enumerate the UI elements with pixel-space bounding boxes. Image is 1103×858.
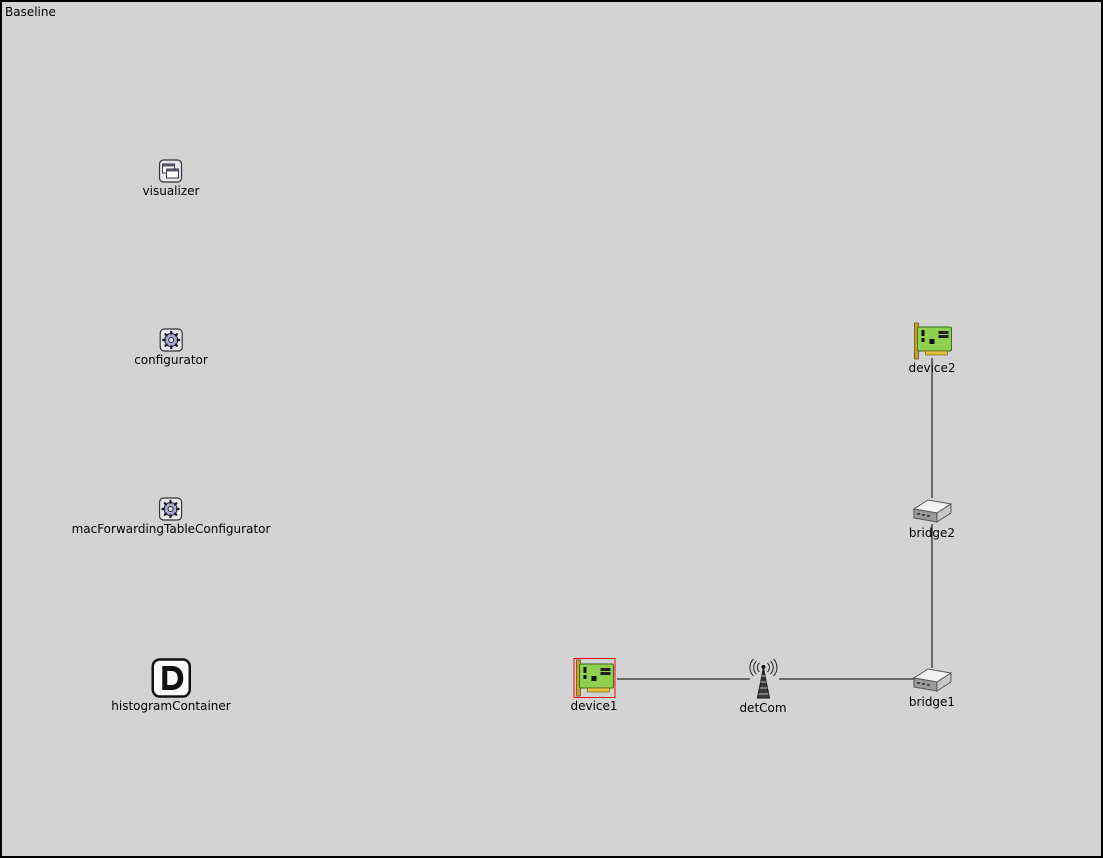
gear-icon bbox=[159, 497, 183, 521]
node-configurator[interactable]: configurator bbox=[134, 328, 208, 367]
network-card-icon bbox=[913, 322, 952, 360]
node-label: detCom bbox=[739, 701, 787, 715]
gear-icon bbox=[159, 328, 183, 352]
switch-icon bbox=[912, 668, 953, 692]
network-title: Baseline bbox=[5, 5, 56, 19]
node-label: macForwardingTableConfigurator bbox=[71, 522, 271, 536]
visualizer-window-icon bbox=[159, 159, 183, 183]
selection-box bbox=[573, 658, 615, 698]
network-card-icon bbox=[575, 659, 614, 697]
node-mac-forwarding-table-configurator[interactable]: macForwardingTableConfigurator bbox=[71, 497, 271, 536]
node-device1[interactable]: device1 bbox=[570, 658, 618, 713]
antenna-tower-icon bbox=[749, 658, 777, 699]
node-device2[interactable]: device2 bbox=[908, 322, 956, 375]
node-bridge1[interactable]: bridge1 bbox=[909, 664, 955, 709]
node-label: device1 bbox=[570, 699, 618, 713]
node-visualizer[interactable]: visualizer bbox=[142, 159, 200, 198]
node-label: visualizer bbox=[142, 184, 200, 198]
node-label: device2 bbox=[908, 361, 956, 375]
letter-d-icon bbox=[151, 658, 191, 698]
node-histogram-container[interactable]: histogramContainer bbox=[111, 658, 231, 713]
node-bridge2[interactable]: bridge2 bbox=[909, 495, 955, 540]
node-detcom[interactable]: detCom bbox=[739, 658, 787, 715]
node-label: bridge1 bbox=[908, 695, 956, 709]
node-label: configurator bbox=[134, 353, 208, 367]
switch-icon bbox=[912, 499, 953, 523]
node-label: histogramContainer bbox=[111, 699, 231, 713]
node-label: bridge2 bbox=[908, 526, 956, 540]
